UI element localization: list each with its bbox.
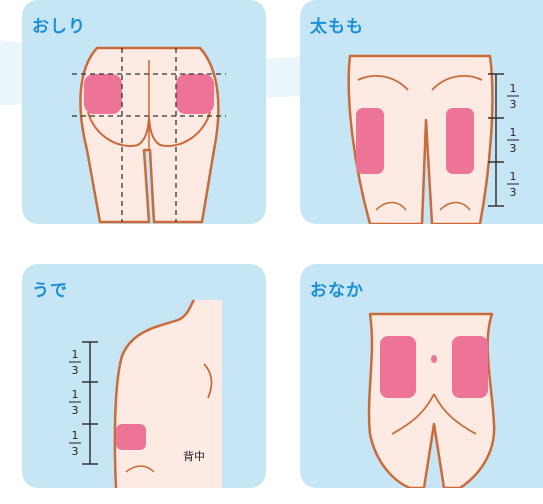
svg-text:3: 3 [510, 142, 517, 155]
injection-area-left-thigh [356, 108, 384, 174]
svg-text:1: 1 [510, 82, 517, 95]
arm-illustration: 背中 1 3 1 3 1 3 [22, 264, 266, 488]
svg-text:1: 1 [72, 429, 79, 442]
back-label: 背中 [183, 449, 205, 463]
injection-area-right-abdomen [452, 336, 488, 398]
svg-text:1: 1 [72, 348, 79, 361]
fraction-1: 1 3 [507, 82, 519, 111]
panel-arm: うで 背中 1 3 1 3 1 3 [22, 264, 266, 488]
fraction-1: 1 3 [69, 348, 81, 377]
thigh-illustration: 1 3 1 3 1 3 [300, 0, 543, 224]
svg-text:3: 3 [72, 364, 79, 377]
buttocks-illustration [22, 0, 266, 224]
injection-area-right-thigh [446, 108, 474, 174]
injection-area-left-abdomen [380, 336, 416, 398]
svg-text:3: 3 [510, 98, 517, 111]
svg-text:1: 1 [72, 388, 79, 401]
panel-abdomen: おなか [300, 264, 543, 488]
fraction-3: 1 3 [69, 429, 81, 458]
svg-text:3: 3 [510, 186, 517, 199]
panel-buttocks: おしり [22, 0, 266, 224]
svg-text:3: 3 [72, 404, 79, 417]
fraction-3: 1 3 [507, 170, 519, 199]
svg-text:1: 1 [510, 126, 517, 139]
injection-area-left [84, 74, 122, 114]
svg-text:3: 3 [72, 445, 79, 458]
thirds-scale [82, 342, 98, 464]
navel [431, 355, 437, 363]
injection-area-right [176, 74, 214, 114]
injection-area-upper-arm [116, 424, 146, 450]
fraction-2: 1 3 [69, 388, 81, 417]
fraction-2: 1 3 [507, 126, 519, 155]
abdomen-illustration [300, 264, 543, 488]
panel-thigh: 太もも 1 3 1 3 1 3 [300, 0, 543, 224]
svg-text:1: 1 [510, 170, 517, 183]
